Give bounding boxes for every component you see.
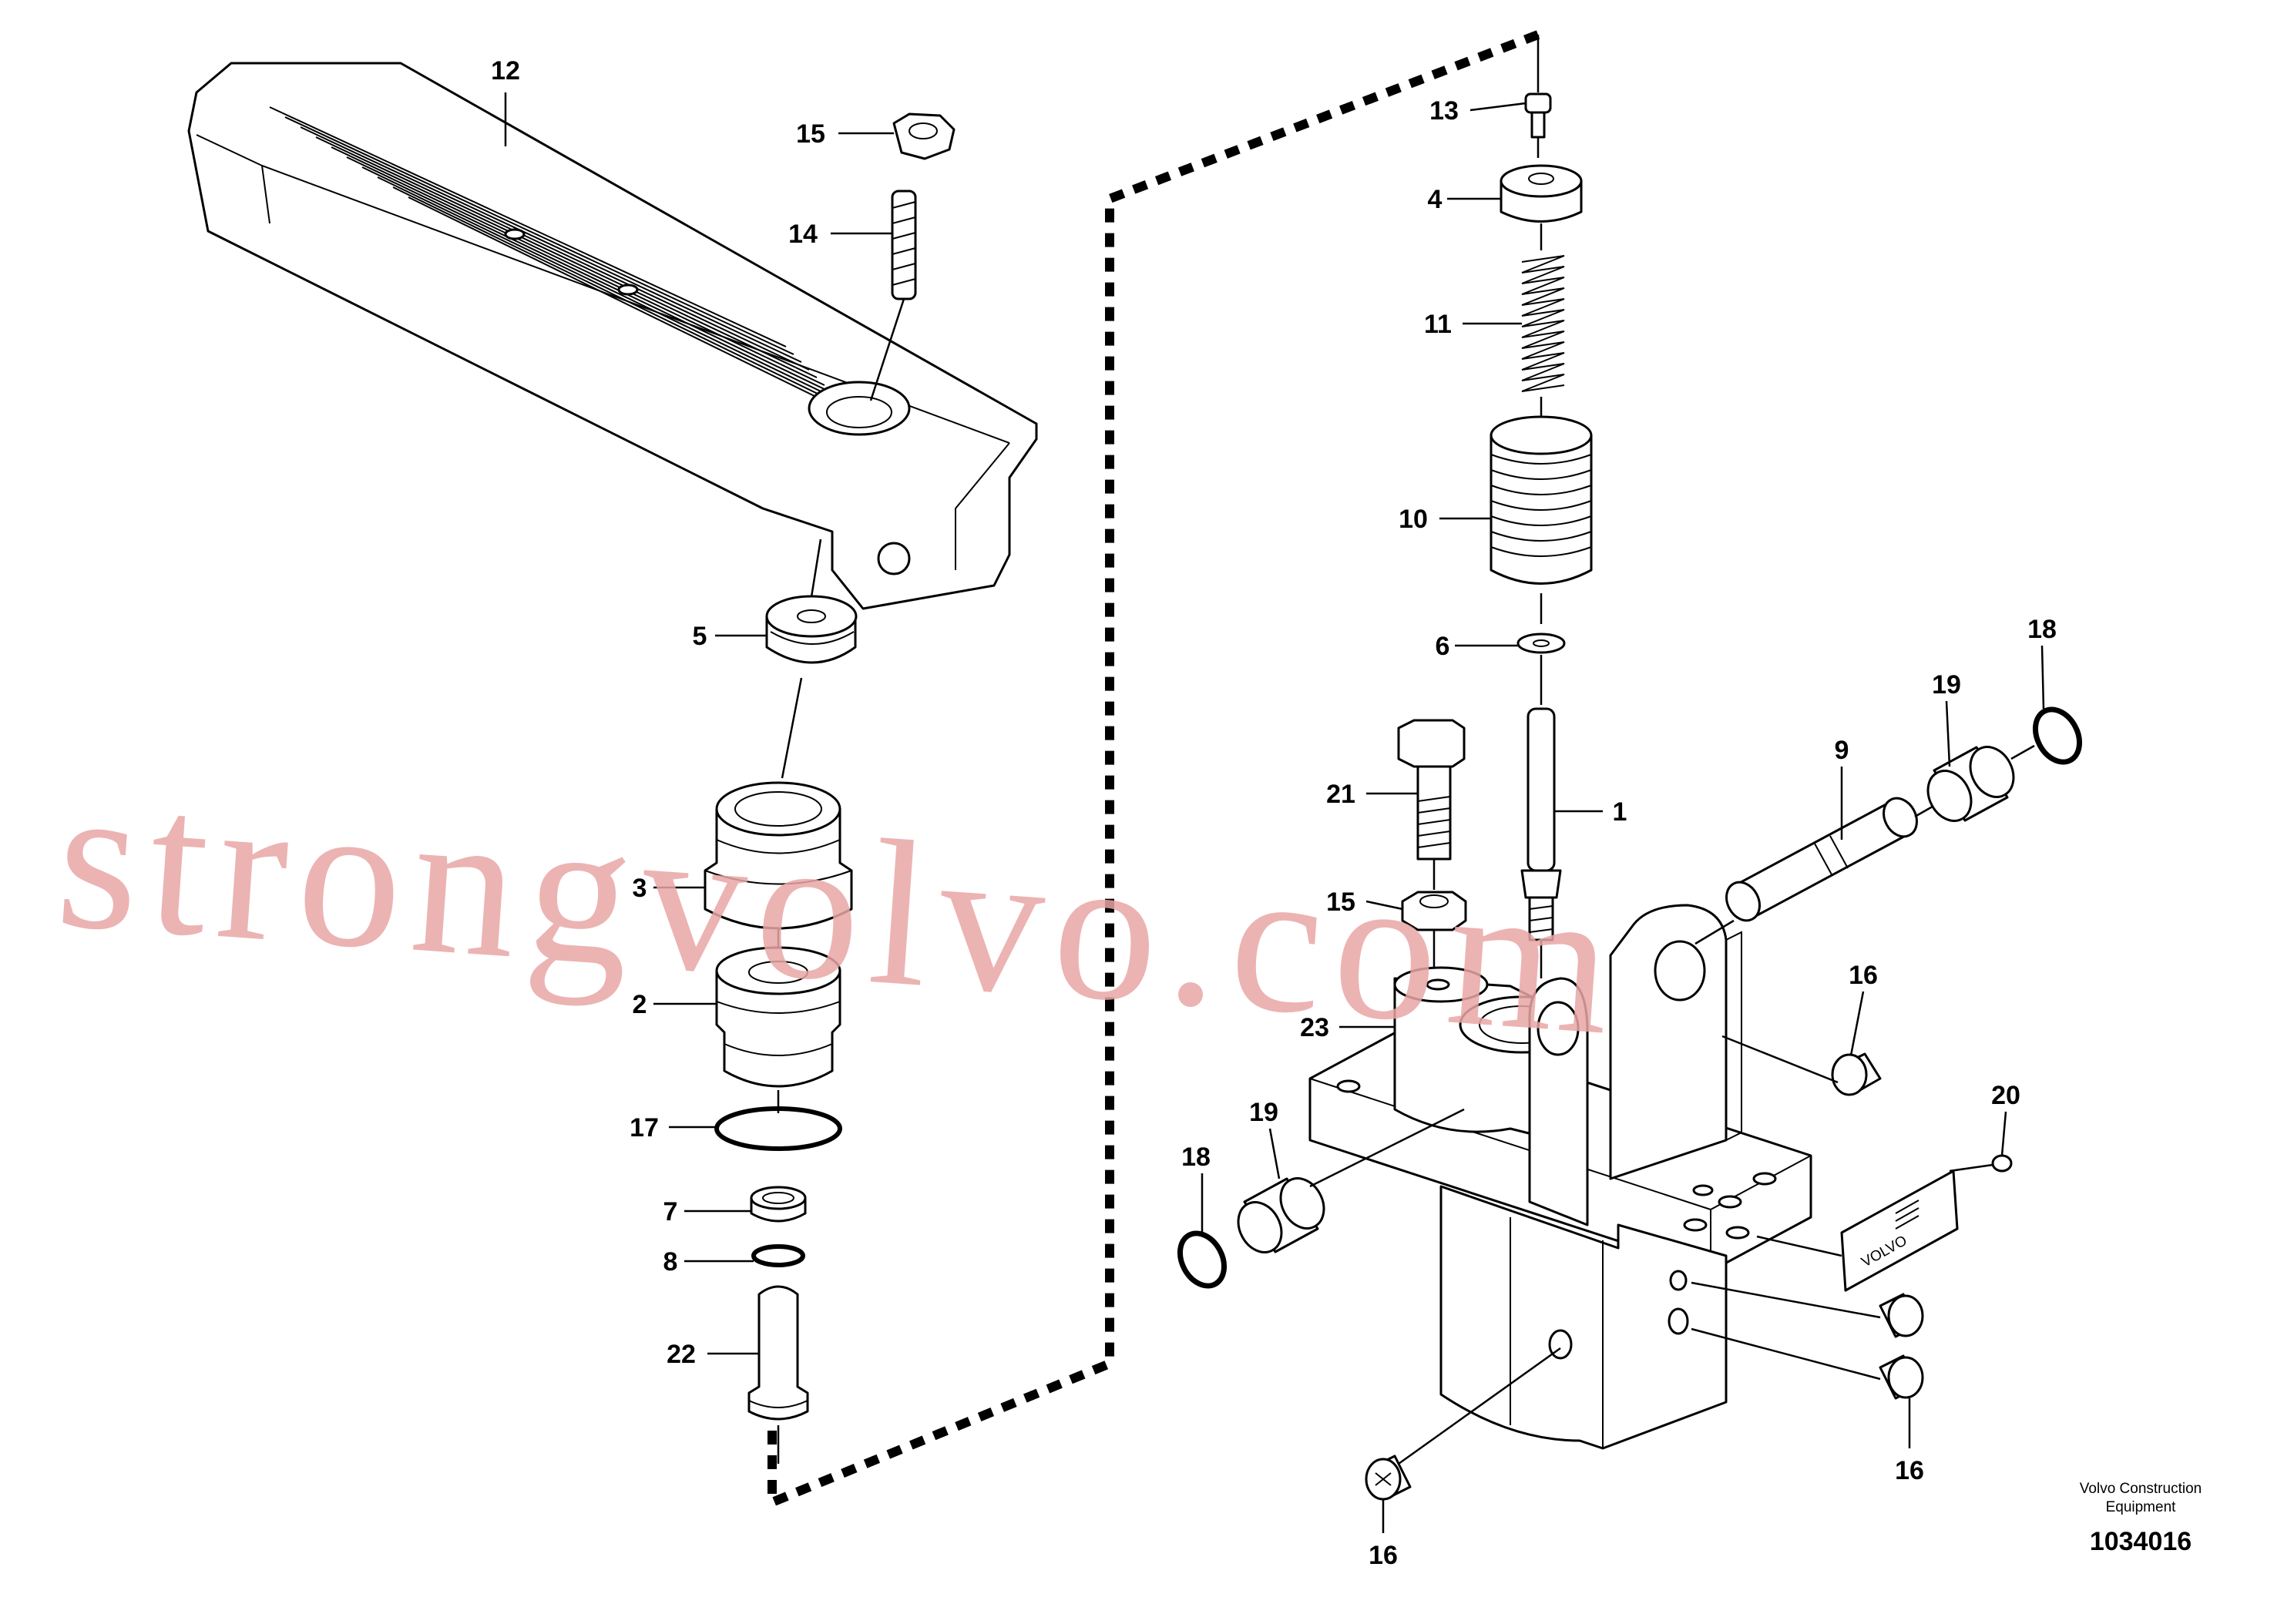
callout-18-right: 18	[2027, 615, 2057, 644]
spool-part-2	[715, 946, 841, 1088]
washer-part-8	[751, 1244, 805, 1267]
callout-19-right: 19	[1932, 670, 1961, 700]
plug-part-16-upper	[1831, 1052, 1882, 1096]
drawing-number: 1034016	[2090, 1527, 2192, 1556]
stud-part-14	[891, 190, 917, 300]
bushing-part-19-right	[1926, 746, 2015, 822]
o-ring-part-17	[714, 1106, 842, 1151]
plug-axis-mid	[1691, 1281, 1881, 1319]
rivet-part-20	[1991, 1154, 2013, 1173]
callout-16-bottom: 16	[1369, 1541, 1398, 1570]
bushing-axis-right	[2010, 744, 2035, 760]
callout-13: 13	[1429, 96, 1459, 126]
callout-7: 7	[663, 1197, 678, 1226]
spring-part-11	[1521, 255, 1565, 392]
plug-axis-bottom	[1398, 1347, 1561, 1465]
cap-part-4	[1500, 164, 1583, 223]
plug-axis-lower	[1691, 1327, 1881, 1381]
pedal-part-12	[187, 62, 1038, 610]
bracket-body-part-23	[1308, 904, 1812, 1450]
callout-23: 23	[1300, 1013, 1329, 1042]
callout-15-right: 15	[1326, 887, 1355, 917]
callout-14: 14	[788, 220, 818, 249]
callout-12: 12	[491, 56, 520, 86]
housing-part-3	[704, 781, 853, 930]
nut-part-15	[892, 112, 956, 160]
callout-labels: 12 15 14 5 3 2 17 7 8 22 13 4 11 10 6 1 …	[491, 56, 2057, 1570]
plug-part-16-lower	[1879, 1354, 1924, 1400]
callout-10: 10	[1399, 505, 1428, 534]
washer-part-6	[1516, 632, 1566, 654]
callout-leaders	[504, 92, 2045, 1533]
callout-6: 6	[1436, 632, 1450, 661]
callout-16-upper: 16	[1849, 961, 1878, 990]
callout-20: 20	[1991, 1081, 2020, 1110]
seal-part-18-right	[2032, 706, 2083, 765]
valve-stem-part-1	[1520, 707, 1562, 941]
callout-11: 11	[1424, 310, 1452, 339]
pedal-grooves	[269, 106, 856, 417]
callout-19-left: 19	[1249, 1098, 1278, 1127]
screw-part-13	[1524, 92, 1552, 139]
watermark-text: strongvolvo.com	[51, 740, 1629, 1079]
stud-axis-line	[869, 298, 905, 401]
publisher-line-2: Equipment	[2106, 1499, 2177, 1515]
plug-part-16-mid	[1879, 1293, 1924, 1338]
callout-21: 21	[1326, 780, 1355, 809]
pivot-pin-part-9	[1725, 797, 1918, 922]
callout-17: 17	[630, 1113, 659, 1143]
pin-axis-left	[1694, 919, 1735, 945]
assembly-boundary-dashed-line	[767, 30, 1540, 1509]
bushing-part-5	[765, 595, 858, 664]
callout-22: 22	[667, 1340, 696, 1369]
rivet-axis-line	[1949, 1163, 1993, 1173]
pedal-side-hole	[877, 542, 911, 575]
callout-18-left: 18	[1181, 1143, 1211, 1172]
plunger-axis-line	[781, 677, 803, 779]
callout-9: 9	[1835, 736, 1849, 765]
bushing-part-19-left	[1237, 1177, 1325, 1253]
callout-2: 2	[633, 990, 647, 1019]
callout-8: 8	[663, 1247, 678, 1277]
seal-part-18-left	[1177, 1230, 1228, 1289]
spring-part-10	[1490, 415, 1593, 585]
callout-4: 4	[1428, 185, 1443, 214]
bushing-axis-line	[810, 539, 822, 598]
nut-part-15-right	[1401, 891, 1467, 931]
callout-5: 5	[693, 622, 707, 651]
plug-part-16-bottom	[1365, 1455, 1412, 1501]
callout-15-upper: 15	[796, 119, 825, 149]
plug-axis-upper	[1721, 1035, 1839, 1084]
publisher-line-1: Volvo Construction	[2080, 1481, 2202, 1497]
publisher-block: Volvo Construction Equipment 1034016	[2080, 1481, 2202, 1556]
callout-1: 1	[1613, 797, 1627, 827]
ring-part-7	[750, 1186, 807, 1223]
plate-axis-line	[1756, 1235, 1842, 1257]
name-plate-part: VOLVO	[1840, 1169, 1959, 1292]
callout-16-right: 16	[1895, 1456, 1924, 1485]
bushing-axis-left	[1309, 1108, 1465, 1188]
pin-part-22	[747, 1285, 809, 1421]
pedal-pivot-bore	[808, 381, 911, 436]
callout-3: 3	[633, 874, 647, 903]
